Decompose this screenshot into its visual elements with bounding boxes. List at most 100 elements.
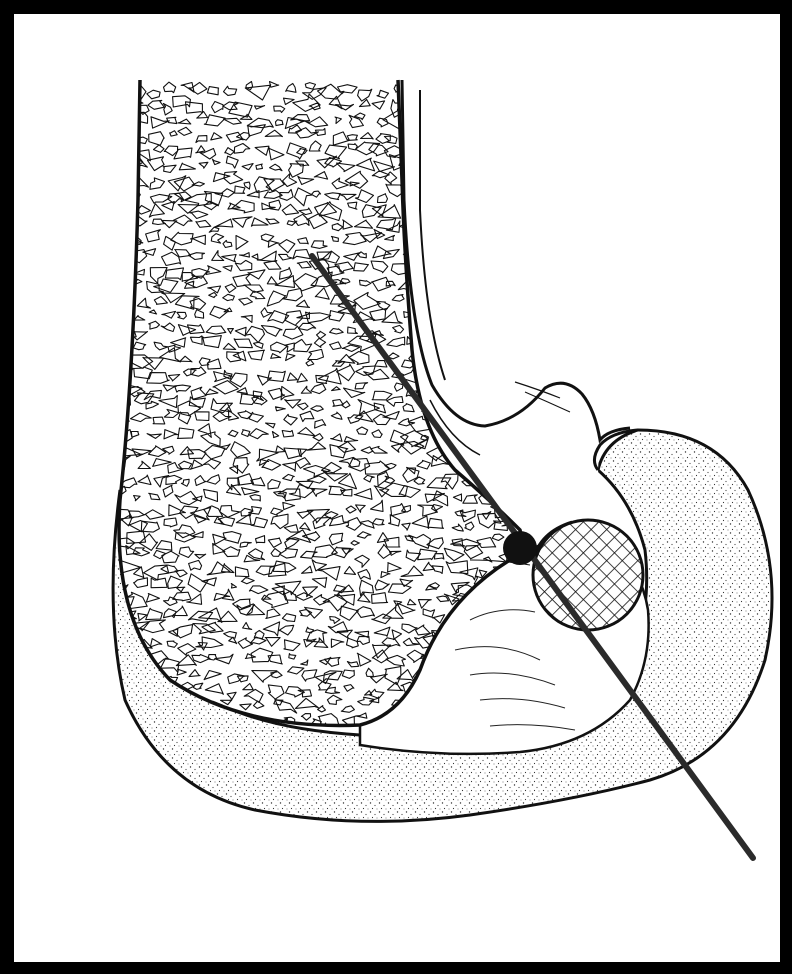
trabecula [424, 247, 445, 261]
trabecula [120, 224, 131, 231]
trabecula [438, 160, 451, 166]
trabecula [499, 354, 507, 362]
trabecula [475, 262, 495, 271]
trabecula [456, 144, 473, 160]
trabecula [116, 205, 128, 216]
trabecula [406, 172, 419, 183]
trabecula [452, 330, 466, 337]
trabecula [441, 251, 466, 261]
trabecula [497, 159, 508, 168]
trabecula [467, 396, 485, 406]
trabecula [482, 319, 495, 329]
trabecula [477, 210, 499, 221]
trabecula [478, 374, 489, 379]
trabecula [457, 293, 478, 306]
trabecula [466, 162, 478, 170]
trabecula [484, 197, 496, 205]
trabecula [515, 190, 522, 196]
trabecula [490, 268, 509, 281]
trabecula [430, 364, 448, 376]
trabecula [440, 84, 451, 92]
trabecula [415, 204, 429, 214]
trabecula [429, 312, 448, 322]
trabecula [494, 112, 510, 118]
trabecula [494, 401, 508, 409]
trabecula [490, 97, 504, 107]
anatomical-illustration [14, 14, 780, 962]
trabecula [113, 111, 130, 122]
trabecula [483, 218, 489, 224]
trabecula [433, 195, 443, 204]
drawing-canvas [14, 14, 780, 962]
trabecula [405, 117, 417, 125]
trabecula [415, 299, 428, 306]
trabecula [494, 145, 505, 153]
trabecula [511, 157, 524, 167]
trabecula [506, 324, 516, 334]
trabecula [116, 345, 129, 353]
trabecula [425, 132, 433, 138]
trabecula [422, 217, 451, 234]
trabecula [509, 104, 521, 113]
trabecula [508, 296, 518, 307]
trabecula [478, 176, 502, 190]
trabecula [450, 312, 471, 325]
trabecula [455, 259, 474, 270]
trabecula [407, 102, 418, 112]
trabecula [447, 337, 466, 349]
trabecula [450, 115, 459, 120]
trabecula [429, 347, 441, 352]
trabecula [424, 343, 433, 349]
trabecula [482, 247, 495, 254]
trabecula [416, 146, 432, 154]
trabecula [445, 386, 465, 397]
trabecula [446, 146, 465, 157]
trabecula [499, 269, 520, 279]
trabecula [447, 90, 467, 99]
trabecula [451, 103, 468, 110]
trabecula [125, 180, 133, 187]
trabecula [110, 126, 133, 138]
trabecula [510, 311, 521, 319]
trabecula [409, 204, 419, 214]
trabecula [467, 177, 475, 186]
trabecula [117, 296, 131, 305]
trabecula [507, 253, 519, 258]
trabecula [472, 233, 484, 240]
trabecula [497, 374, 513, 384]
trabecula [448, 353, 461, 361]
trabecula [428, 277, 445, 288]
trabecula [511, 133, 518, 137]
trabecula [504, 238, 513, 242]
trabecula [433, 296, 440, 304]
trabecula [514, 174, 526, 182]
pivot-marker [503, 531, 537, 565]
trabecula [466, 220, 481, 229]
trabecula [403, 78, 421, 94]
trabecula [499, 277, 521, 285]
trabecula [422, 239, 435, 248]
trabecula [496, 234, 511, 245]
trabecula [115, 264, 126, 270]
trabecula [429, 141, 453, 152]
trabecula [477, 293, 497, 305]
trabecula [463, 359, 475, 366]
trabecula [510, 356, 524, 365]
trabecula [469, 411, 483, 421]
trabecula [503, 340, 519, 348]
trabecula [484, 308, 493, 316]
trabecula [450, 293, 466, 302]
trabecula [490, 189, 502, 202]
trabecula [490, 175, 508, 189]
trabecula [492, 311, 506, 319]
trabecula [442, 232, 462, 241]
trabecula [467, 192, 474, 199]
trabecula [468, 119, 477, 123]
trabecula [469, 329, 478, 335]
trabecula [485, 88, 508, 101]
trabecula [433, 99, 445, 107]
lesion-focus [533, 520, 643, 630]
trabecula [495, 298, 512, 308]
trabecula [476, 165, 491, 173]
